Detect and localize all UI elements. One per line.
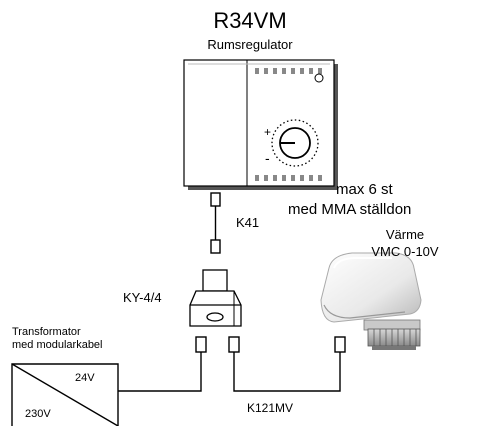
- transformer-diagonal: [11, 363, 119, 426]
- vent-slots-top: [255, 68, 322, 74]
- transformer-cable-label: med modularkabel: [12, 339, 103, 351]
- k41-plug-top: [210, 192, 221, 207]
- ky-top-block: [202, 269, 228, 292]
- dial-plus-sign: +: [264, 125, 271, 139]
- transformer: [11, 363, 119, 426]
- room-regulator: + -: [183, 59, 338, 190]
- actuator-ring-base: [372, 346, 416, 350]
- transformer-label: Transformator: [12, 326, 81, 338]
- k121mv-wire: [233, 352, 341, 392]
- k41-cable: [210, 192, 221, 254]
- actuator-neck: [363, 319, 421, 331]
- varme-label: Värme: [385, 227, 425, 242]
- actuator: [320, 252, 422, 350]
- wires: [118, 352, 341, 392]
- k121mv-cable-label: K121MV: [247, 401, 294, 415]
- transformer-wire: [118, 352, 202, 392]
- actuator-ring: [367, 328, 421, 347]
- ky-port: [206, 312, 224, 322]
- actuator-highlight: [333, 257, 392, 269]
- actuator-body: [320, 252, 422, 323]
- device-subtitle: Rumsregulator: [207, 37, 293, 52]
- status-led: [314, 73, 324, 83]
- junction-plugs: [195, 336, 346, 353]
- vmc-label: VMC 0-10V: [371, 244, 439, 259]
- dial-scale: [271, 119, 319, 167]
- actuator-ring-ridges: [373, 329, 417, 346]
- voltage-24v-label: 24V: [75, 372, 95, 384]
- device-title: R34VM: [213, 8, 287, 33]
- voltage-230v-label: 230V: [25, 408, 51, 420]
- ky-junction: [189, 269, 242, 327]
- ky-junction-label: KY-4/4: [123, 290, 162, 305]
- max-actuators-label: max 6 st: [336, 181, 393, 198]
- actuator-shade: [323, 304, 406, 319]
- transformer-plug: [195, 336, 207, 353]
- k41-plug-bottom: [210, 239, 221, 254]
- regulator-body: [183, 59, 335, 187]
- k121mv-plug-junction: [228, 336, 240, 353]
- k121mv-plug-actuator: [334, 336, 346, 353]
- setpoint-dial: + -: [264, 119, 319, 167]
- dial-minus-sign: -: [265, 150, 270, 166]
- vent-slots-bottom: [255, 175, 322, 181]
- k41-cable-label: K41: [236, 215, 260, 230]
- mma-actuators-label: med MMA ställdon: [288, 201, 412, 218]
